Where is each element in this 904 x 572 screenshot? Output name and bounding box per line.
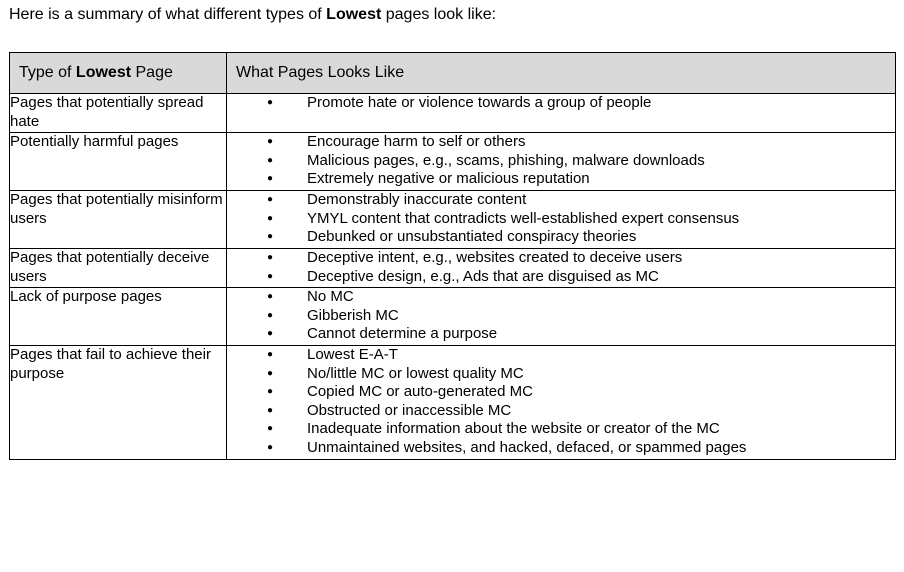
lowest-pages-summary-table: Type of Lowest Page What Pages Looks Lik…: [9, 52, 896, 460]
page-type-cell: Pages that potentially misinform users: [9, 190, 227, 249]
description-cell: Deceptive intent, e.g., websites created…: [226, 248, 896, 288]
bullet-item: Lowest E-A-T: [227, 346, 895, 365]
intro-text-bold: Lowest: [326, 6, 382, 23]
table-row: Pages that potentially spread hate Promo…: [9, 93, 896, 133]
bullet-item: Promote hate or violence towards a group…: [227, 94, 895, 113]
bullet-item: No MC: [227, 288, 895, 307]
bullet-item: Deceptive intent, e.g., websites created…: [227, 249, 895, 268]
bullet-item: Cannot determine a purpose: [227, 325, 895, 344]
header-what-pages-look-like: What Pages Looks Like: [226, 52, 896, 94]
bullet-item: Gibberish MC: [227, 307, 895, 326]
description-cell: Promote hate or violence towards a group…: [226, 93, 896, 133]
header-type-suffix: Page: [131, 63, 173, 81]
bullet-item: Obstructed or inaccessible MC: [227, 402, 895, 421]
table-row: Pages that potentially misinform users D…: [9, 190, 896, 249]
bullet-item: Debunked or unsubstantiated conspiracy t…: [227, 228, 895, 247]
description-cell: Demonstrably inaccurate content YMYL con…: [226, 190, 896, 249]
page-type-cell: Potentially harmful pages: [9, 132, 227, 191]
description-cell: Lowest E-A-T No/little MC or lowest qual…: [226, 345, 896, 460]
table-row: Potentially harmful pages Encourage harm…: [9, 132, 896, 191]
bullet-list: No MC Gibberish MC Cannot determine a pu…: [227, 288, 895, 344]
bullet-list: Demonstrably inaccurate content YMYL con…: [227, 191, 895, 247]
description-cell: Encourage harm to self or others Malicio…: [226, 132, 896, 191]
table-row: Lack of purpose pages No MC Gibberish MC…: [9, 287, 896, 346]
intro-text: Here is a summary of what different type…: [9, 5, 496, 25]
bullet-item: Malicious pages, e.g., scams, phishing, …: [227, 152, 895, 171]
bullet-list: Encourage harm to self or others Malicio…: [227, 133, 895, 189]
bullet-list: Promote hate or violence towards a group…: [227, 94, 895, 113]
header-type-of-lowest-page: Type of Lowest Page: [9, 52, 227, 94]
table-row: Pages that fail to achieve their purpose…: [9, 345, 896, 460]
bullet-list: Deceptive intent, e.g., websites created…: [227, 249, 895, 286]
header-type-prefix: Type of: [19, 63, 76, 81]
page-type-cell: Pages that fail to achieve their purpose: [9, 345, 227, 460]
bullet-item: Extremely negative or malicious reputati…: [227, 170, 895, 189]
table-header-row: Type of Lowest Page What Pages Looks Lik…: [9, 52, 896, 94]
bullet-item: Deceptive design, e.g., Ads that are dis…: [227, 268, 895, 287]
header-type-bold: Lowest: [75, 63, 132, 81]
intro-text-end: pages look like:: [381, 6, 497, 23]
bullet-list: Lowest E-A-T No/little MC or lowest qual…: [227, 346, 895, 458]
bullet-item: No/little MC or lowest quality MC: [227, 365, 895, 384]
page-type-cell: Lack of purpose pages: [9, 287, 227, 346]
page-type-cell: Pages that potentially spread hate: [9, 93, 227, 133]
bullet-item: Inadequate information about the website…: [227, 420, 895, 439]
description-cell: No MC Gibberish MC Cannot determine a pu…: [226, 287, 896, 346]
bullet-item: Unmaintained websites, and hacked, defac…: [227, 439, 895, 458]
bullet-item: YMYL content that contradicts well-estab…: [227, 210, 895, 229]
bullet-item: Copied MC or auto-generated MC: [227, 383, 895, 402]
table-row: Pages that potentially deceive users Dec…: [9, 248, 896, 288]
bullet-item: Demonstrably inaccurate content: [227, 191, 895, 210]
bullet-item: Encourage harm to self or others: [227, 133, 895, 152]
page-type-cell: Pages that potentially deceive users: [9, 248, 227, 288]
intro-text-start: Here is a summary of what different type…: [9, 6, 327, 23]
